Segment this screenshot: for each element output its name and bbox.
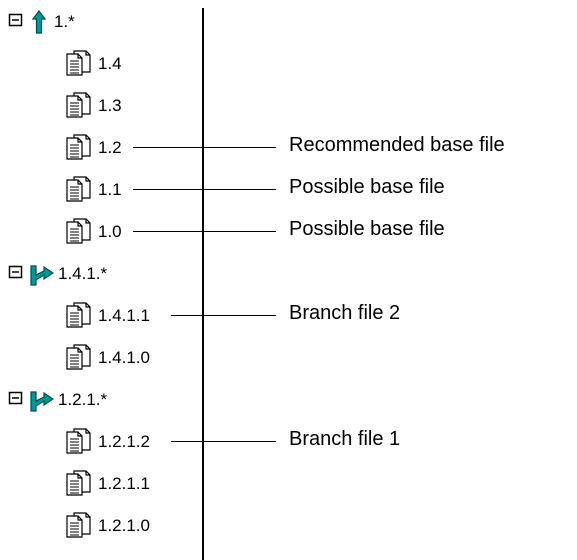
document-icon: [64, 302, 94, 336]
document-icon: [64, 176, 94, 210]
teal-branch-arrow-icon: [28, 388, 58, 422]
annotation-label: Possible base file: [289, 218, 445, 240]
annotation-leader-line: [171, 441, 276, 442]
tree-node-label: 1.2.1.*: [58, 390, 108, 409]
annotation-leader-line: [133, 189, 276, 190]
tree-file-row[interactable]: 1.4.1.0: [0, 342, 202, 382]
annotation-leader-line: [171, 315, 276, 316]
tree-node-label: 1.4.1.1: [98, 306, 150, 325]
collapse-box-icon[interactable]: [8, 390, 38, 424]
tree-file-row[interactable]: 1.4.1.1: [0, 300, 202, 340]
document-icon: [64, 92, 94, 126]
tree-node-label: 1.*: [54, 12, 75, 31]
tree-node-label: 1.3: [98, 96, 122, 115]
annotation-label: Recommended base file: [289, 134, 505, 156]
annotation-label: Possible base file: [289, 176, 445, 198]
tree-node-label: 1.2.1.0: [98, 516, 150, 535]
collapse-box-icon[interactable]: [8, 12, 38, 46]
tree-node-label: 1.0: [98, 222, 122, 241]
document-icon: [64, 344, 94, 378]
annotation-leader-line: [133, 231, 276, 232]
tree-node-label: 1.1: [98, 180, 122, 199]
tree-node-row[interactable]: 1.4.1.*: [0, 258, 202, 298]
annotation-label: Branch file 1: [289, 428, 401, 450]
tree-node-label: 1.2.1.2: [98, 432, 150, 451]
tree-node-row[interactable]: 1.*: [0, 6, 202, 46]
document-icon: [64, 470, 94, 504]
document-icon: [64, 218, 94, 252]
teal-up-arrow-icon: [31, 10, 62, 44]
tree-file-row[interactable]: 1.1: [0, 174, 202, 214]
annotation-label: Branch file 2: [289, 302, 401, 324]
document-icon: [64, 134, 94, 168]
tree-pane-divider: [202, 8, 204, 560]
annotation-leader-line: [133, 147, 276, 148]
tree-file-row[interactable]: 1.0: [0, 216, 202, 256]
tree-node-label: 1.2.1.1: [98, 474, 150, 493]
tree-file-row[interactable]: 1.2: [0, 132, 202, 172]
collapse-box-icon[interactable]: [8, 264, 38, 298]
document-icon: [64, 512, 94, 546]
tree-node-label: 1.4: [98, 54, 122, 73]
tree-node-row[interactable]: 1.2.1.*: [0, 384, 202, 424]
tree-file-row[interactable]: 1.2.1.0: [0, 510, 202, 550]
document-icon: [64, 428, 94, 462]
tree-node-label: 1.4.1.*: [58, 264, 108, 283]
document-icon: [64, 50, 94, 84]
tree-file-row[interactable]: 1.2.1.1: [0, 468, 202, 508]
tree-file-row[interactable]: 1.3: [0, 90, 202, 130]
tree-node-label: 1.4.1.0: [98, 348, 150, 367]
teal-branch-arrow-icon: [28, 262, 58, 296]
tree-node-label: 1.2: [98, 138, 122, 157]
tree-file-row[interactable]: 1.2.1.2: [0, 426, 202, 466]
tree-file-row[interactable]: 1.4: [0, 48, 202, 88]
